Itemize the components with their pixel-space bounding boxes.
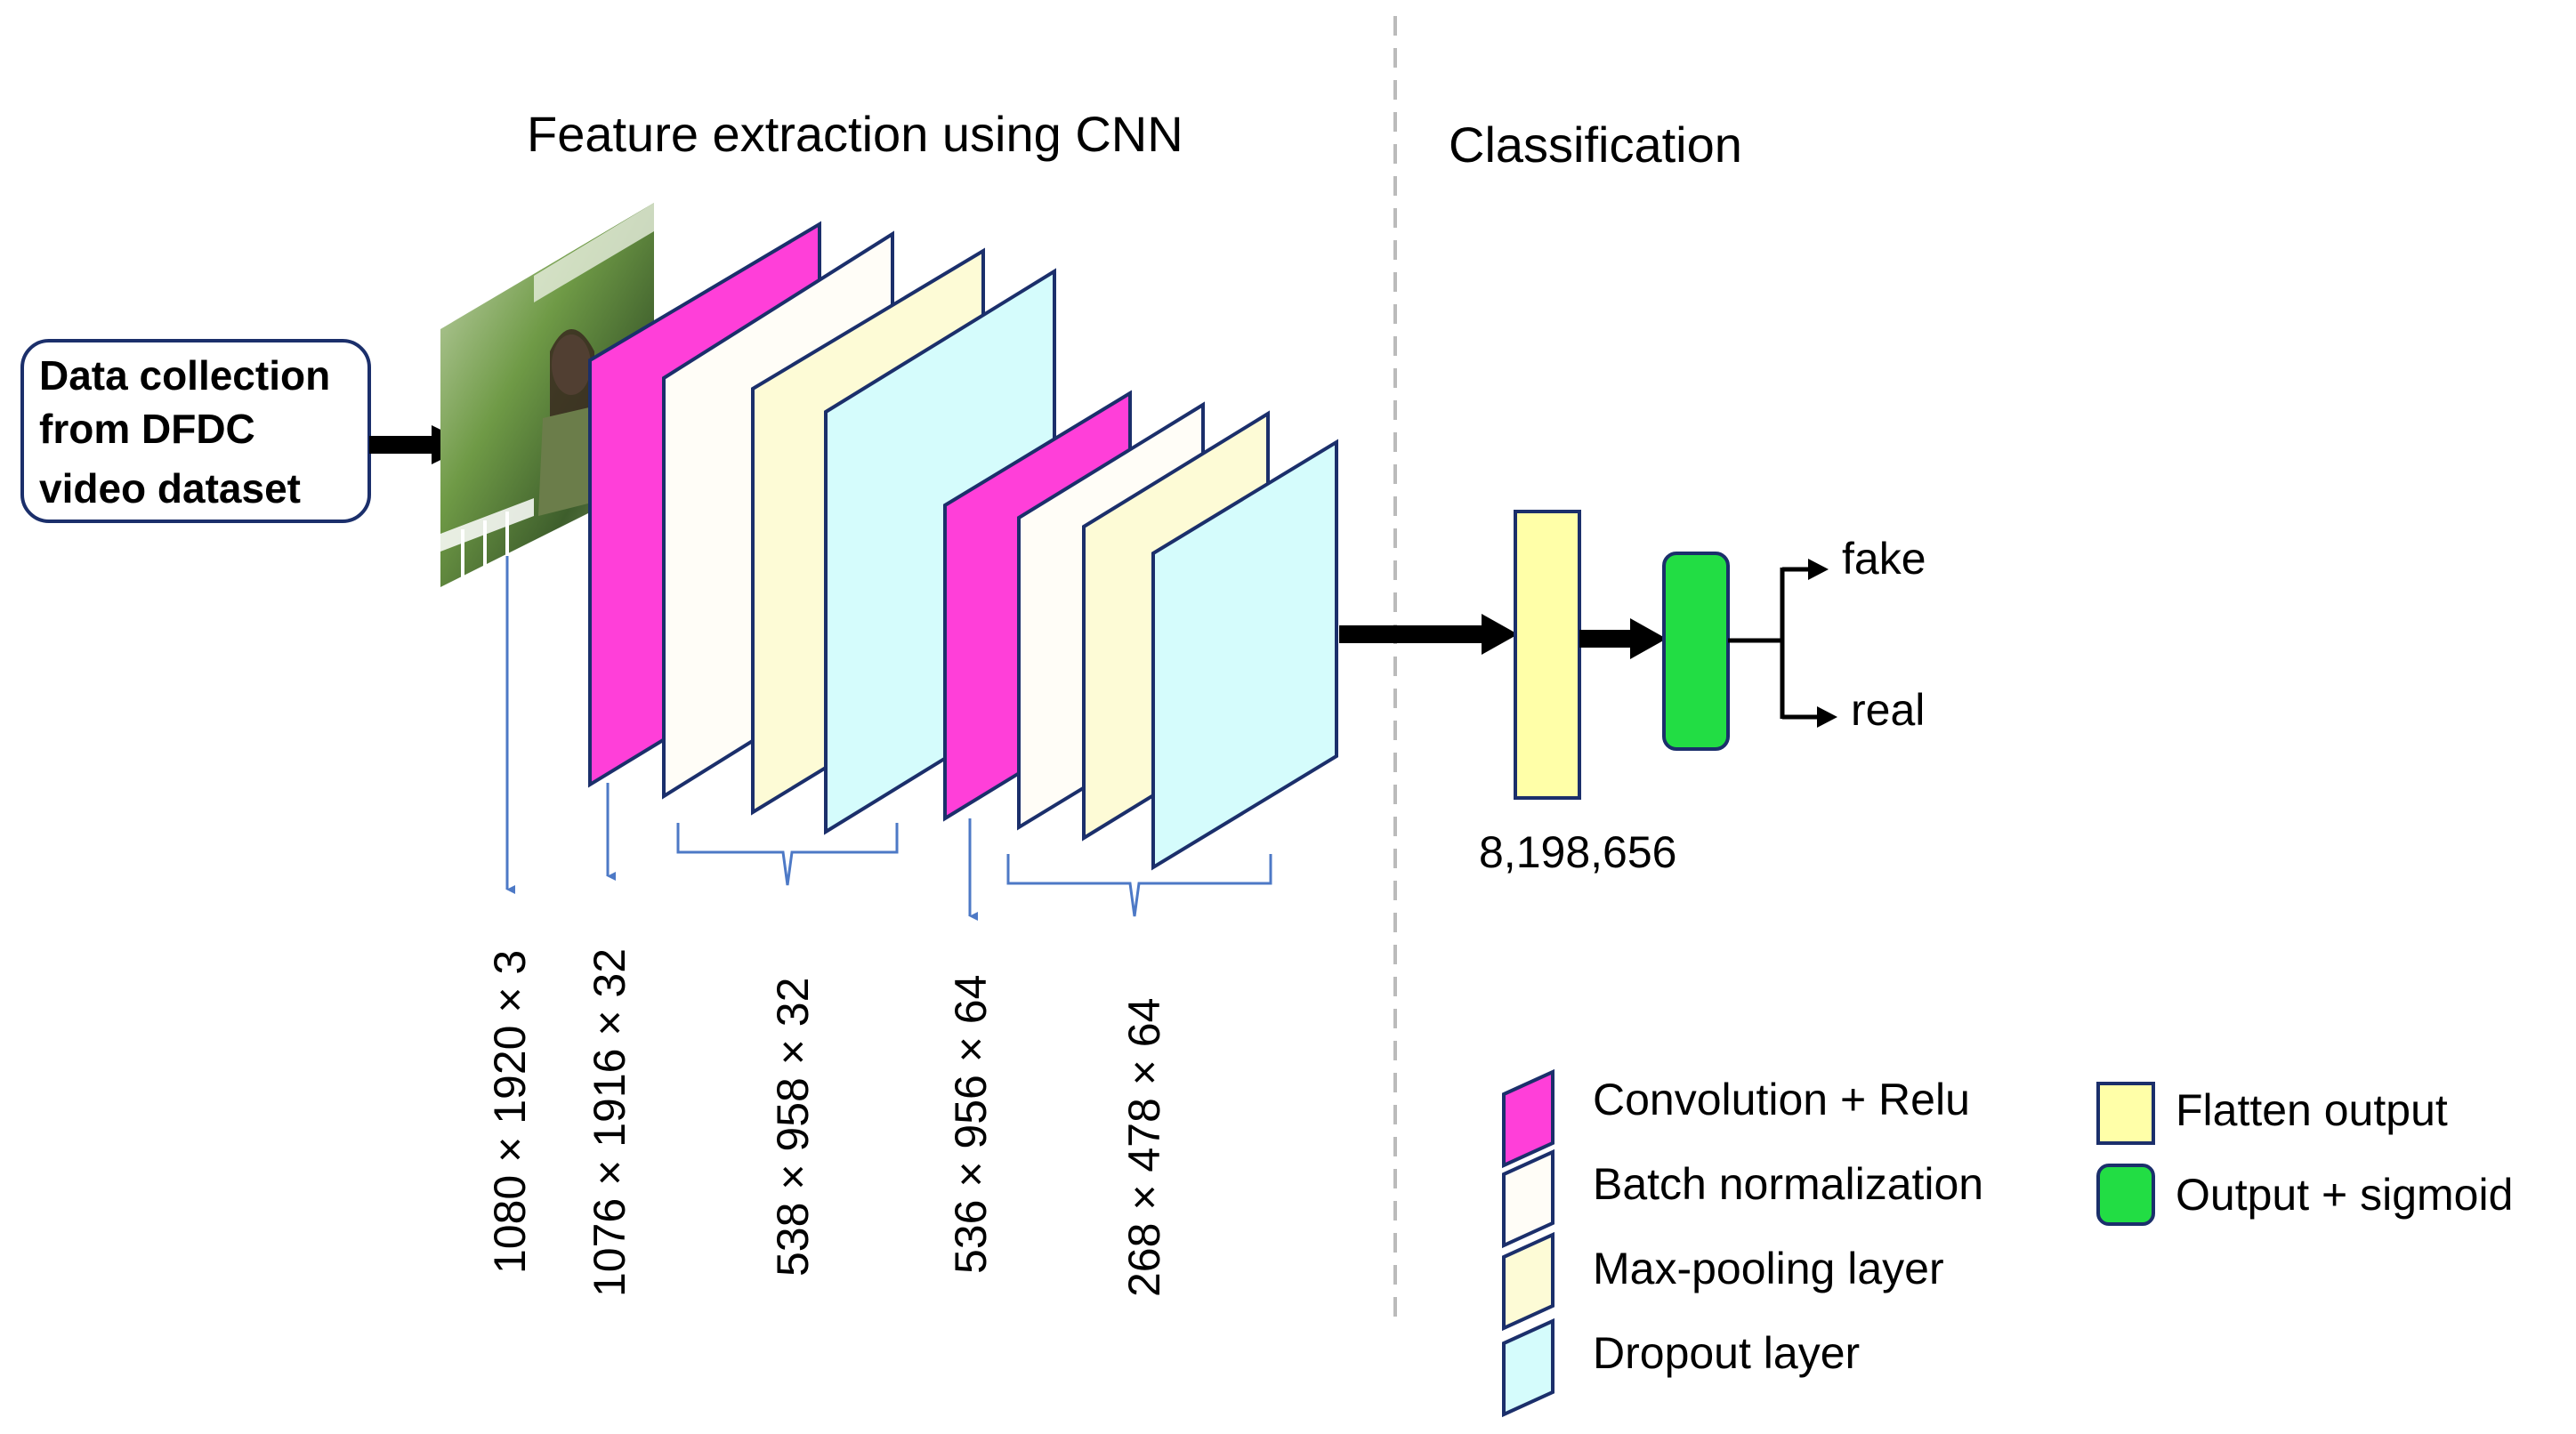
real-label: real <box>1851 685 1925 735</box>
legend-dropout-label: Dropout layer <box>1593 1328 1860 1378</box>
block2-dimensions: 268 × 478 × 64 <box>1119 998 1169 1297</box>
legend-batch-label: Batch normalization <box>1593 1159 1983 1209</box>
conv1-dimensions: 1076 × 1916 × 32 <box>585 948 634 1297</box>
data-source-line1: Data collection <box>39 352 330 399</box>
input-video-frame <box>440 203 654 587</box>
legend-flatten-label: Flatten output <box>2176 1085 2448 1135</box>
legend: Convolution + Relu Batch normalization M… <box>1502 1068 2513 1418</box>
flatten-to-output-arrowhead <box>1630 618 1667 659</box>
fake-arrowhead <box>1808 559 1829 580</box>
data-source-box <box>20 339 371 523</box>
legend-conv-swatch <box>1502 1068 1554 1169</box>
legend-conv-label: Convolution + Relu <box>1593 1075 1970 1124</box>
legend-dropout-swatch <box>1502 1317 1554 1418</box>
real-arrowhead <box>1817 706 1837 728</box>
legend-maxpool-swatch <box>1502 1231 1554 1332</box>
legend-output-label: Output + sigmoid <box>2176 1170 2513 1220</box>
dropout-layer-2 <box>1151 439 1338 871</box>
classification-title: Classification <box>1449 117 1742 173</box>
feature-extraction-title: Feature extraction using CNN <box>527 106 1183 162</box>
block1-brace <box>676 823 899 886</box>
input-dimensions: 1080 × 1920 × 3 <box>485 950 535 1274</box>
flatten-output-box <box>1514 510 1581 800</box>
legend-flatten-swatch <box>2096 1082 2155 1145</box>
flatten-size-label: 8,198,656 <box>1479 827 1676 877</box>
legend-maxpool-label: Max-pooling layer <box>1593 1244 1944 1293</box>
block2-brace <box>1006 854 1272 917</box>
conv2-dimensions: 536 × 956 × 64 <box>946 975 996 1274</box>
output-sigmoid-box <box>1662 552 1730 751</box>
data-source-line3: video dataset <box>39 465 301 512</box>
legend-output-swatch <box>2096 1164 2155 1226</box>
block1-dimensions: 538 × 958 × 32 <box>768 978 818 1277</box>
fake-label: fake <box>1842 534 1926 584</box>
cnn-to-flatten-arrowhead <box>1482 614 1518 655</box>
legend-batch-swatch <box>1502 1148 1554 1249</box>
data-source-line2: from DFDC <box>39 406 255 452</box>
